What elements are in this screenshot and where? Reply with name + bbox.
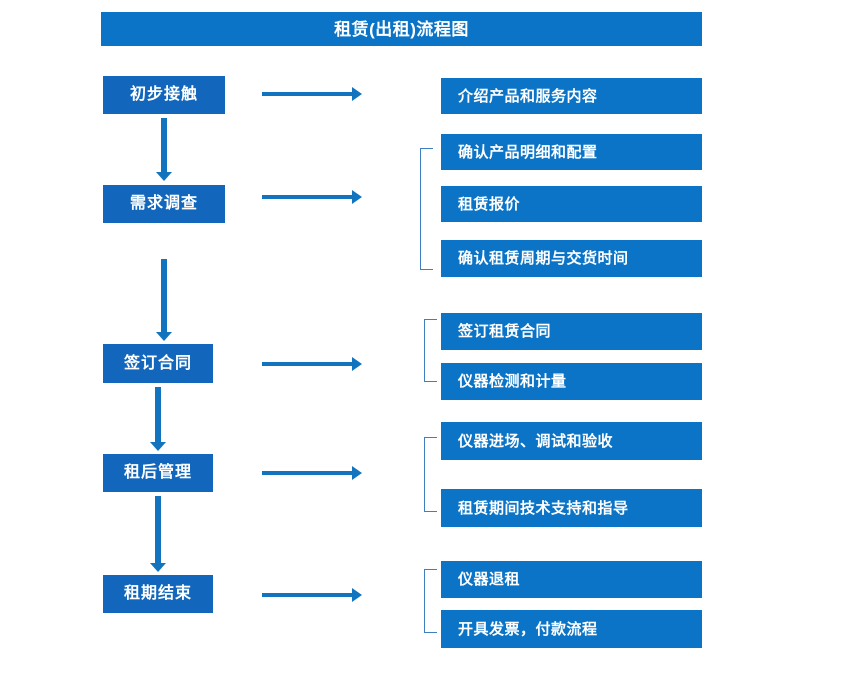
arrow-head-icon — [156, 332, 172, 341]
arrow-shaft — [161, 259, 167, 332]
detail-box-sign-rental-contract[interactable]: 签订租赁合同 — [441, 313, 702, 350]
detail-box-technical-support[interactable]: 租赁期间技术支持和指导 — [441, 489, 702, 527]
arrow-shaft — [262, 593, 352, 597]
detail-box-confirm-rental-period[interactable]: 确认租赁周期与交货时间 — [441, 240, 702, 277]
arrow-head-icon — [150, 563, 166, 572]
stage-box-post-rental-management[interactable]: 租后管理 — [103, 454, 213, 492]
stage-label: 需求调查 — [129, 195, 198, 212]
horizontal-arrow-rental-end — [262, 588, 362, 602]
detail-box-confirm-product-details[interactable]: 确认产品明细和配置 — [441, 134, 702, 170]
detail-box-invoice-payment[interactable]: 开具发票，付款流程 — [441, 610, 702, 648]
detail-label: 确认产品明细和配置 — [458, 143, 598, 161]
group-bracket-needs-survey — [420, 148, 433, 270]
arrow-shaft — [155, 387, 161, 442]
detail-label: 介绍产品和服务内容 — [458, 87, 598, 105]
stage-box-needs-survey[interactable]: 需求调查 — [103, 185, 225, 223]
arrow-shaft — [161, 118, 167, 172]
horizontal-arrow-initial-contact — [262, 87, 362, 101]
group-bracket-post-rental-management — [424, 437, 437, 512]
group-bracket-sign-contract — [424, 319, 437, 382]
arrow-shaft — [262, 362, 352, 366]
detail-label: 开具发票，付款流程 — [458, 620, 598, 638]
detail-box-instrument-return[interactable]: 仪器退租 — [441, 561, 702, 598]
vertical-arrow-management-to-end — [150, 496, 166, 572]
arrow-head-icon — [156, 172, 172, 181]
arrow-shaft — [155, 496, 161, 563]
group-bracket-rental-end — [424, 569, 437, 633]
stage-label: 签订合同 — [123, 354, 192, 372]
arrow-head-icon — [352, 87, 362, 101]
detail-box-instrument-entry-commissioning[interactable]: 仪器进场、调试和验收 — [441, 422, 702, 460]
detail-label: 租赁期间技术支持和指导 — [458, 499, 629, 517]
stage-box-initial-contact[interactable]: 初步接触 — [103, 76, 225, 114]
page-title: 租赁(出租)流程图 — [101, 12, 702, 46]
vertical-arrow-contact-to-survey — [156, 118, 172, 181]
vertical-arrow-contract-to-management — [150, 387, 166, 451]
detail-label: 签订租赁合同 — [458, 323, 552, 340]
horizontal-arrow-post-rental-management — [262, 466, 362, 480]
detail-box-introduce-products[interactable]: 介绍产品和服务内容 — [441, 78, 702, 114]
detail-box-rental-quotation[interactable]: 租赁报价 — [441, 186, 702, 222]
detail-box-instrument-testing[interactable]: 仪器检测和计量 — [441, 363, 702, 400]
arrow-shaft — [262, 195, 352, 199]
horizontal-arrow-needs-survey — [262, 190, 362, 204]
stage-label: 租期结束 — [123, 585, 192, 602]
page-title-text: 租赁(出租)流程图 — [334, 19, 469, 39]
horizontal-arrow-sign-contract — [262, 357, 362, 371]
stage-box-sign-contract[interactable]: 签订合同 — [103, 344, 213, 383]
stage-label: 租后管理 — [123, 464, 192, 481]
detail-label: 确认租赁周期与交货时间 — [458, 250, 629, 267]
stage-box-rental-end[interactable]: 租期结束 — [103, 575, 213, 613]
detail-label: 租赁报价 — [458, 195, 521, 213]
detail-label: 仪器退租 — [458, 571, 521, 588]
arrow-shaft — [262, 471, 352, 475]
arrow-head-icon — [352, 466, 362, 480]
arrow-shaft — [262, 92, 352, 96]
arrow-head-icon — [352, 357, 362, 371]
arrow-head-icon — [150, 442, 166, 451]
detail-label: 仪器检测和计量 — [458, 373, 567, 390]
arrow-head-icon — [352, 190, 362, 204]
stage-label: 初步接触 — [129, 86, 198, 103]
vertical-arrow-survey-to-contract — [156, 259, 172, 341]
detail-label: 仪器进场、调试和验收 — [458, 432, 614, 450]
arrow-head-icon — [352, 588, 362, 602]
